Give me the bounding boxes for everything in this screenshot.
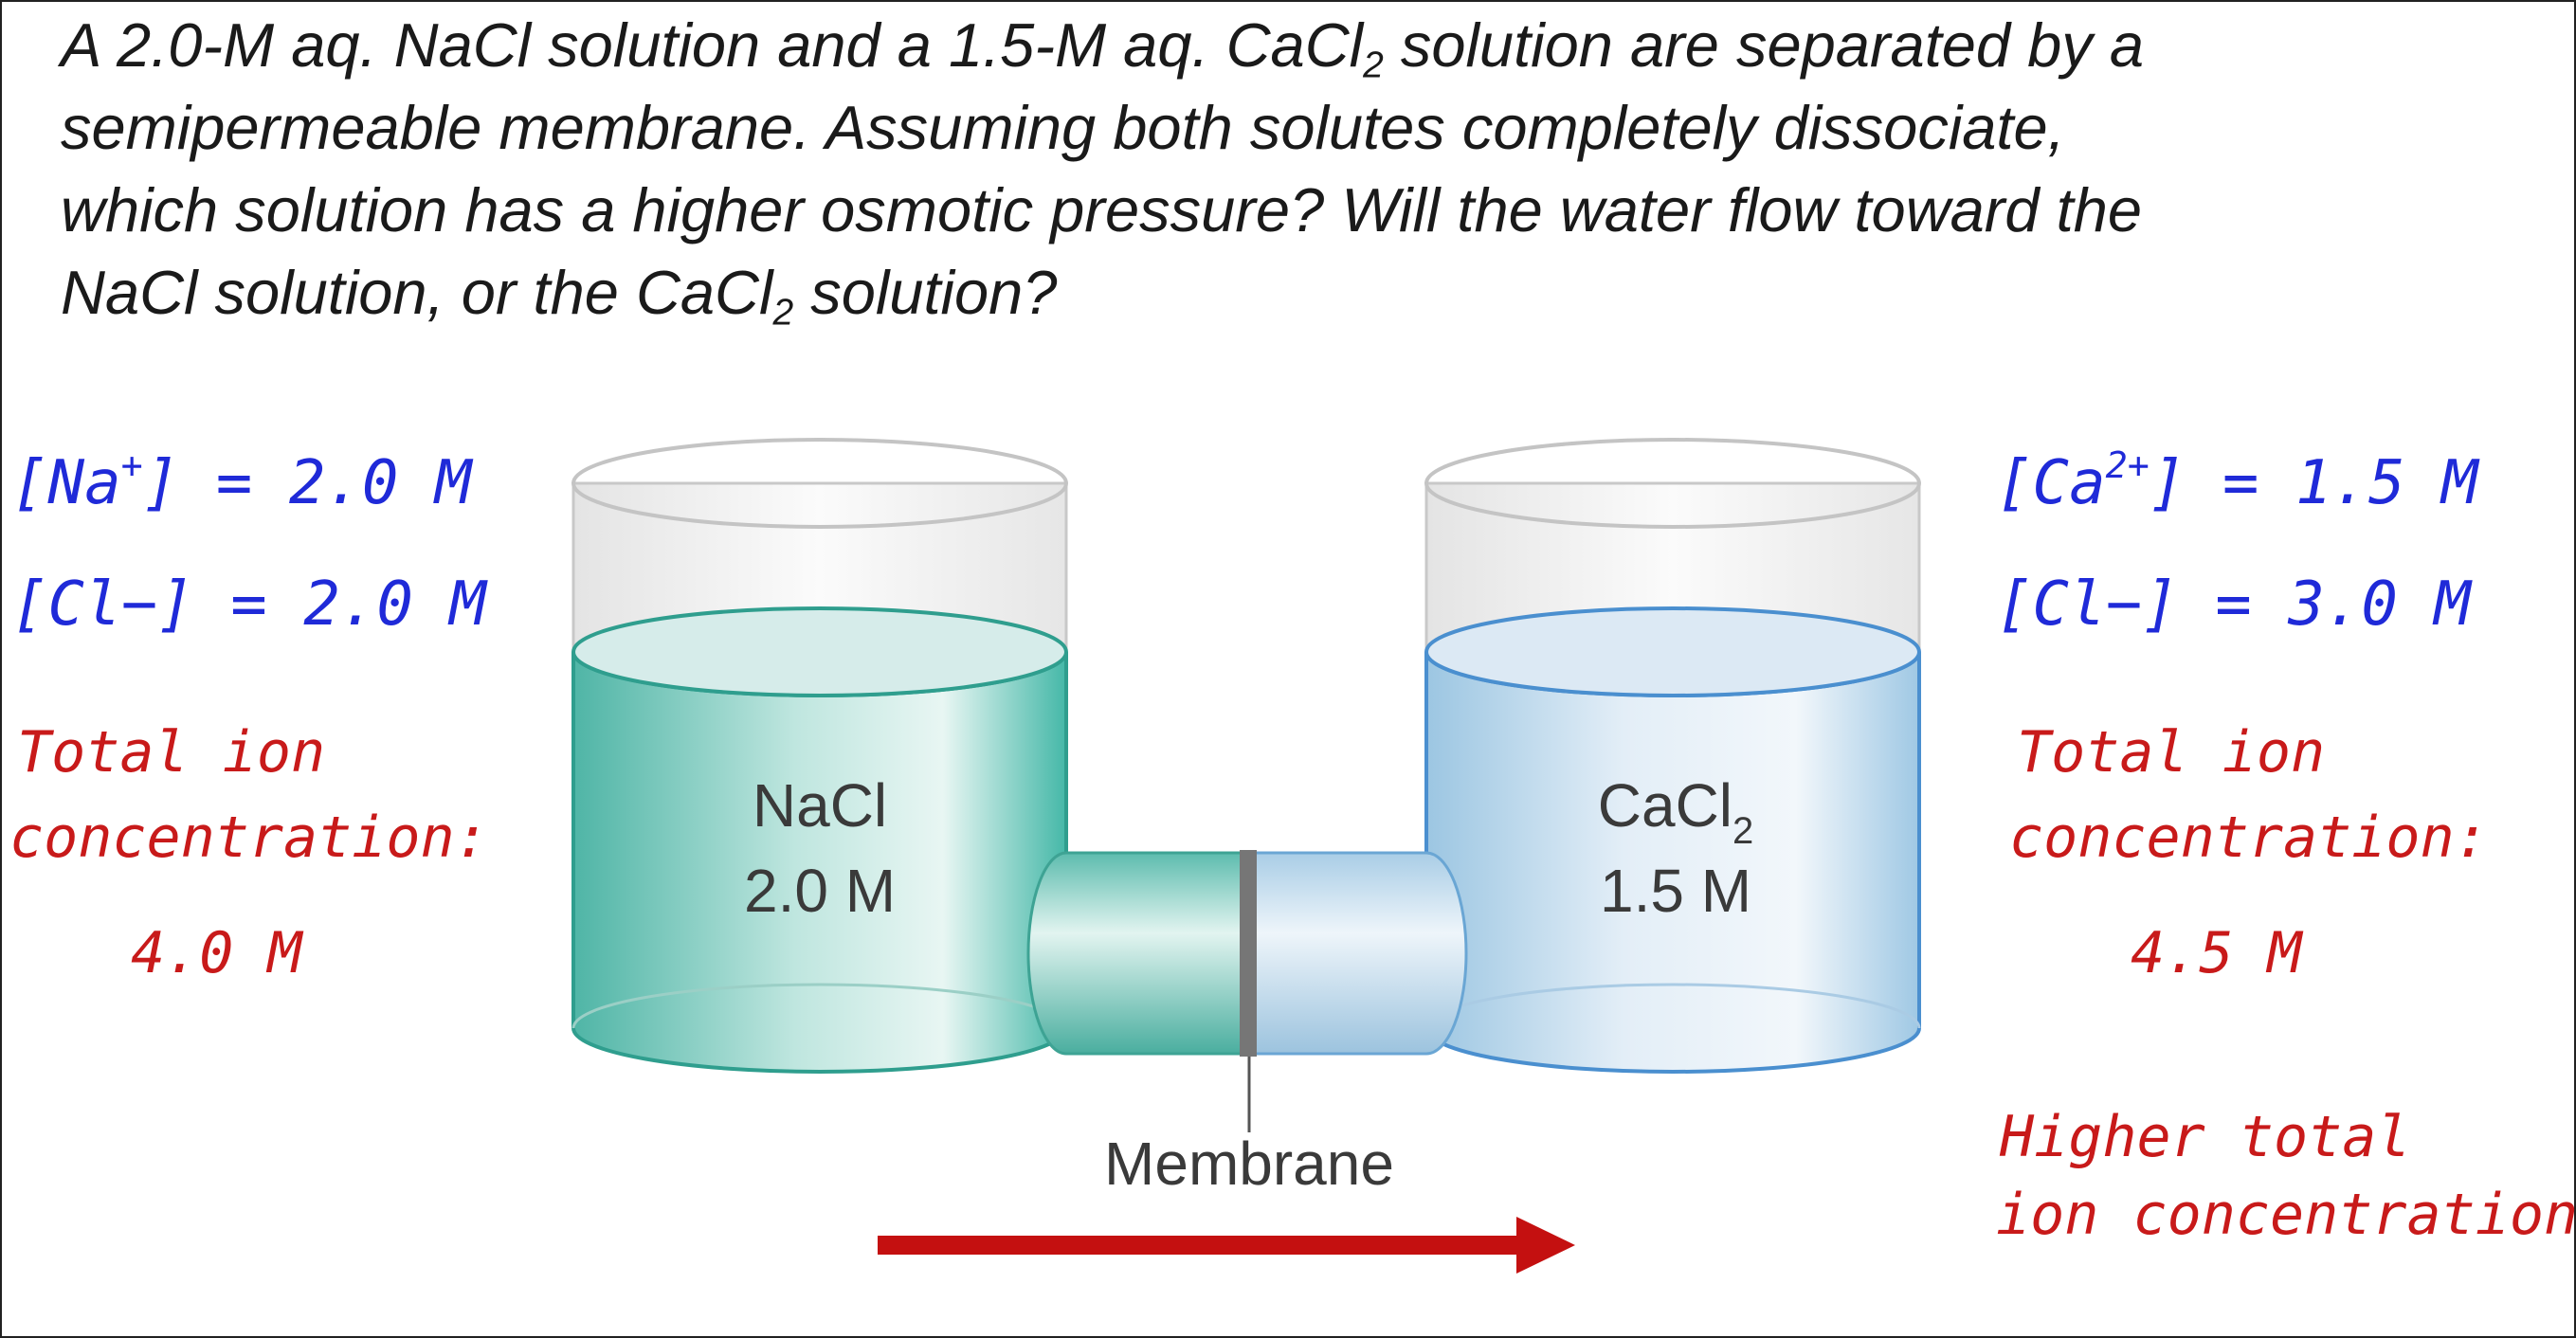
sodium-concentration: [Na+] = 2.0 M [11, 447, 472, 514]
higher-concentration-line1: Higher total [2000, 1104, 2411, 1170]
cacl2-subscript: 2 [1732, 810, 1753, 852]
nacl-concentration-label: 2.0 M [744, 857, 896, 925]
cacl2-formula: CaCl [1598, 771, 1732, 840]
question-line-3: which solution has a higher osmotic pres… [61, 175, 2143, 244]
calcium-concentration: [Ca2+] = 1.5 M [1996, 447, 2478, 514]
sodium-label: [Na [11, 448, 121, 518]
question-line-2: semipermeable membrane. Assuming both so… [61, 93, 2065, 162]
question-line-1-end: solution are separated by a [1383, 10, 2144, 80]
left-total-label-line2: concentration: [9, 805, 489, 871]
calcium-label: [Ca [1996, 448, 2106, 518]
question-subscript: 2 [772, 292, 794, 334]
question-line-4-start: NaCl solution, or the CaCl [61, 258, 773, 327]
cacl2-concentration-label: 1.5 M [1600, 857, 1751, 925]
cacl2-beaker-rim [1424, 438, 1921, 529]
tube-cacl2-side [1247, 851, 1468, 1056]
chloride-concentration-right: [Cl−] = 3.0 M [1996, 570, 2471, 640]
tube-nacl-side [1026, 851, 1251, 1056]
sodium-charge: + [120, 444, 143, 488]
chloride-concentration-left: [Cl−] = 2.0 M [11, 570, 486, 640]
membrane-label: Membrane [1104, 1130, 1394, 1198]
cacl2-solution-surface [1424, 606, 1921, 697]
nacl-solution-surface [571, 606, 1068, 697]
nacl-solute-label: NaCl [753, 771, 887, 840]
right-total-value: 4.5 M [2131, 920, 2302, 986]
question-text: A 2.0-M aq. NaCl solution and a 1.5-M aq… [61, 4, 2563, 334]
right-total-label-line2: concentration: [2009, 805, 2489, 871]
cacl2-solute-label: CaCl2 [1598, 771, 1754, 852]
right-total-label-line1: Total ion [2017, 719, 2326, 786]
nacl-beaker-rim [571, 438, 1068, 529]
semipermeable-membrane [1240, 850, 1257, 1057]
question-line-1-start: A 2.0-M aq. NaCl solution and a 1.5-M aq… [61, 10, 1364, 80]
nacl-beaker [571, 438, 1068, 1074]
question-line-4: NaCl solution, or the CaCl2 solution? [61, 251, 2563, 334]
question-line-4-end: solution? [793, 258, 1058, 327]
water-flow-arrow [878, 1217, 1575, 1274]
sodium-value: ] = 2.0 M [142, 448, 472, 518]
question-subscript: 2 [1363, 45, 1384, 86]
cacl2-beaker [1424, 438, 1921, 1074]
higher-concentration-line2: ion concentration [1996, 1182, 2576, 1248]
left-total-value: 4.0 M [131, 920, 302, 986]
calcium-value: ] = 1.5 M [2149, 448, 2478, 518]
left-total-label-line1: Total ion [17, 719, 326, 786]
connecting-tube [1026, 850, 1468, 1132]
calcium-charge: 2+ [2105, 444, 2150, 488]
question-line-1: A 2.0-M aq. NaCl solution and a 1.5-M aq… [61, 4, 2563, 86]
